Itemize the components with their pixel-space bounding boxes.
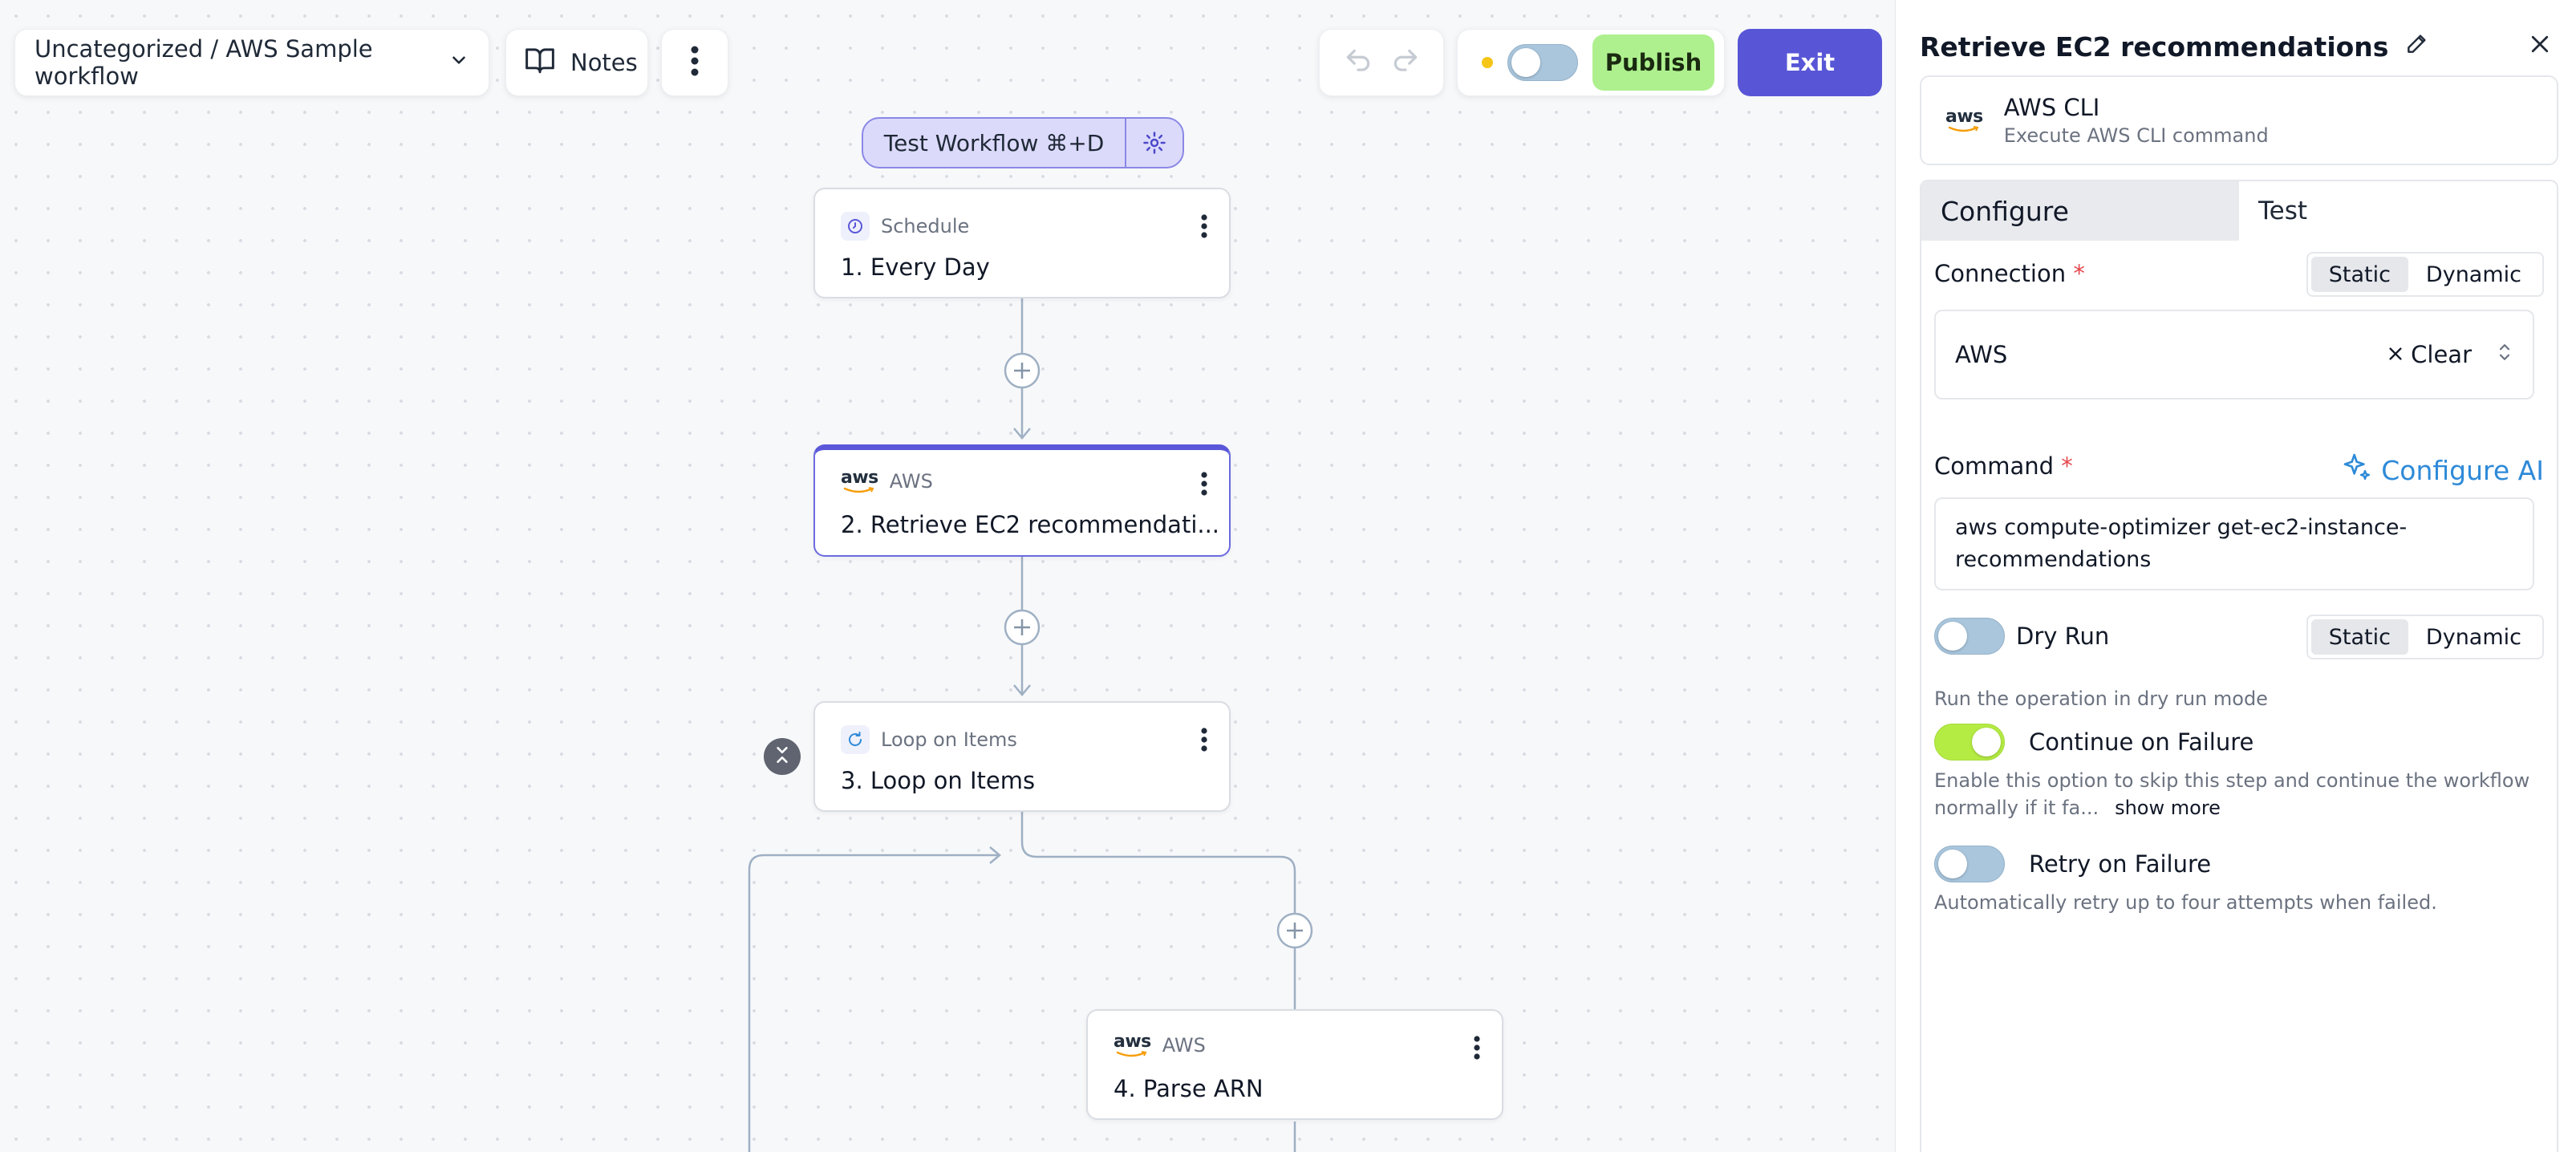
node-type-label: Schedule	[881, 215, 970, 237]
toggle-knob	[1938, 622, 1967, 651]
panel-tabs: Configure Test	[1920, 180, 2558, 241]
step-config-panel: Retrieve EC2 recommendations aws AWS CLI…	[1895, 0, 2576, 1152]
clear-connection-button[interactable]: Clear	[2387, 341, 2472, 368]
dry-run-help: Run the operation in dry run mode	[1934, 688, 2268, 710]
show-more-link[interactable]: show more	[2115, 797, 2221, 819]
node-kebab-icon[interactable]	[1473, 1035, 1481, 1064]
aws-logo-icon: aws	[1114, 1033, 1151, 1057]
node-type-label: AWS	[1162, 1034, 1206, 1057]
connection-select[interactable]: AWS Clear	[1934, 310, 2534, 400]
node-kebab-icon[interactable]	[1200, 213, 1208, 242]
node-title: 3. Loop on Items	[841, 767, 1036, 794]
undo-icon[interactable]	[1343, 46, 1373, 79]
action-name: AWS CLI	[2003, 94, 2100, 121]
toggle-knob	[1511, 48, 1540, 77]
clear-label: Clear	[2411, 341, 2472, 368]
node-title: 2. Retrieve EC2 recommendati...	[841, 511, 1220, 538]
tab-test[interactable]: Test	[2258, 197, 2308, 225]
book-icon	[524, 46, 556, 80]
aws-logo-icon: aws	[841, 469, 878, 493]
chevron-up-down-icon	[2496, 340, 2513, 370]
dry-run-mode-dynamic[interactable]: Dynamic	[2425, 624, 2521, 650]
workflow-breadcrumb[interactable]: Uncategorized / AWS Sample workflow	[14, 29, 489, 96]
command-label: Command *	[1934, 452, 2073, 480]
workflow-node-schedule[interactable]: Schedule 1. Every Day	[813, 188, 1231, 298]
dry-run-mode-static[interactable]: Static	[2310, 619, 2408, 655]
required-mark: *	[2073, 260, 2085, 287]
continue-on-failure-toggle[interactable]	[1934, 724, 2005, 761]
status-dot	[1482, 57, 1493, 68]
publish-button[interactable]: Publish	[1592, 34, 1714, 91]
connection-value: AWS	[1955, 341, 2008, 368]
notes-button[interactable]: Notes	[505, 29, 648, 96]
node-type-label: Loop on Items	[881, 728, 1017, 751]
kebab-icon	[690, 45, 700, 80]
node-title: 4. Parse ARN	[1114, 1075, 1264, 1102]
connection-mode-static[interactable]: Static	[2310, 257, 2408, 292]
retry-on-failure-toggle[interactable]	[1934, 846, 2005, 882]
panel-title: Retrieve EC2 recommendations	[1920, 30, 2430, 63]
exit-button[interactable]: Exit	[1738, 29, 1882, 96]
connector-lines	[748, 298, 1313, 1152]
command-line-2: recommendations	[1955, 547, 2152, 572]
redo-icon[interactable]	[1390, 46, 1421, 79]
undo-redo-group	[1319, 29, 1444, 96]
collapse-loop-button[interactable]	[764, 738, 801, 775]
workflow-node-retrieve-ec2[interactable]: aws AWS 2. Retrieve EC2 recommendati...	[813, 444, 1231, 557]
aws-logo-icon: aws	[1945, 108, 1983, 132]
more-options-button[interactable]	[661, 29, 728, 96]
node-kebab-icon[interactable]	[1200, 727, 1208, 756]
sparkle-icon	[2341, 451, 2373, 489]
node-title: 1. Every Day	[841, 254, 990, 281]
connection-label-text: Connection	[1934, 260, 2067, 287]
node-kebab-icon[interactable]	[1200, 471, 1208, 500]
command-input[interactable]: aws compute-optimizer get-ec2-instance- …	[1934, 497, 2534, 590]
notes-label: Notes	[570, 49, 638, 76]
dry-run-mode-toggle: Static Dynamic	[2306, 615, 2544, 659]
toggle-knob	[1972, 728, 2001, 757]
continue-help-line-2: normally if it fa...	[1934, 797, 2099, 819]
retry-on-failure-label: Retry on Failure	[2029, 850, 2212, 878]
configure-ai-button[interactable]: Configure AI	[2341, 451, 2544, 489]
collapse-icon	[772, 744, 793, 769]
action-description: Execute AWS CLI command	[2003, 124, 2269, 147]
add-step-buttons	[1004, 352, 1313, 949]
workflow-canvas[interactable]: Uncategorized / AWS Sample workflow Note…	[0, 0, 1895, 1152]
continue-on-failure-help: Enable this option to skip this step and…	[1934, 767, 2529, 821]
connection-label: Connection *	[1934, 260, 2085, 287]
continue-on-failure-label: Continue on Failure	[2029, 728, 2254, 756]
panel-title-text: Retrieve EC2 recommendations	[1920, 30, 2389, 63]
x-icon	[2387, 341, 2404, 368]
close-icon[interactable]	[2528, 32, 2552, 59]
continue-help-line-1: Enable this option to skip this step and…	[1934, 769, 2530, 792]
clock-icon	[841, 212, 870, 241]
refresh-icon	[841, 725, 870, 754]
pencil-icon[interactable]	[2404, 30, 2430, 63]
configure-ai-label: Configure AI	[2381, 454, 2544, 486]
workflow-node-parse-arn[interactable]: aws AWS 4. Parse ARN	[1086, 1009, 1503, 1120]
connection-mode-toggle: Static Dynamic	[2306, 252, 2544, 297]
breadcrumb-text: Uncategorized / AWS Sample workflow	[34, 35, 373, 90]
command-line-1: aws compute-optimizer get-ec2-instance-	[1955, 515, 2408, 540]
retry-on-failure-help: Automatically retry up to four attempts …	[1934, 891, 2437, 914]
tab-configure[interactable]: Configure	[1921, 181, 2239, 241]
test-workflow-button-group: Test Workflow ⌘+D	[862, 117, 1184, 168]
dry-run-label: Dry Run	[2016, 623, 2110, 650]
publish-group: Publish	[1457, 29, 1725, 96]
command-label-text: Command	[1934, 452, 2055, 480]
workflow-node-loop[interactable]: Loop on Items 3. Loop on Items	[813, 701, 1231, 812]
chevron-down-icon	[448, 49, 469, 76]
required-mark: *	[2061, 452, 2073, 480]
toggle-knob	[1938, 850, 1967, 878]
workflow-active-toggle[interactable]	[1507, 44, 1578, 81]
gear-icon[interactable]	[1125, 119, 1183, 167]
action-card[interactable]: aws AWS CLI Execute AWS CLI command	[1920, 75, 2558, 165]
test-workflow-button[interactable]: Test Workflow ⌘+D	[883, 129, 1105, 156]
configure-form: Connection * Static Dynamic AWS Clear Co…	[1920, 241, 2558, 1152]
node-type-label: AWS	[889, 470, 933, 493]
connection-mode-dynamic[interactable]: Dynamic	[2425, 262, 2521, 287]
dry-run-toggle[interactable]	[1934, 618, 2005, 655]
